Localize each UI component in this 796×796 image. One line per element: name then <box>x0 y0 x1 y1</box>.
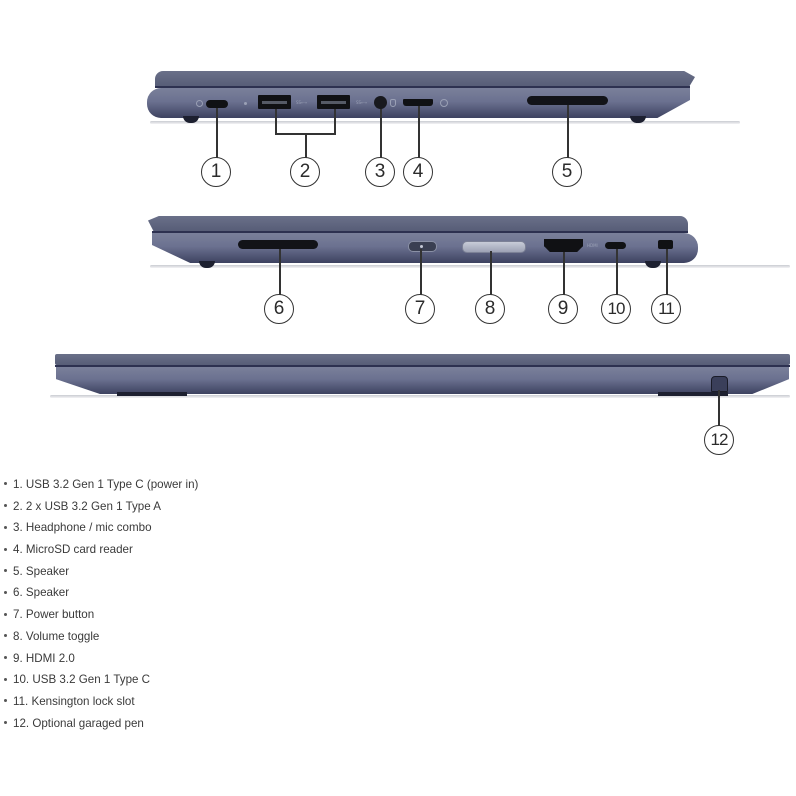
power-button[interactable] <box>408 241 437 252</box>
bullet-icon <box>4 721 7 724</box>
legend-item: 7. Power button <box>0 604 198 626</box>
legend-item: 8. Volume toggle <box>0 626 198 648</box>
laptop-lid <box>55 354 790 365</box>
surface-shadow <box>150 265 790 268</box>
bullet-icon <box>4 482 7 486</box>
bullet-icon <box>4 699 7 703</box>
callout-10: 10 <box>601 294 631 324</box>
power-led <box>244 102 247 105</box>
hdmi-port <box>544 239 583 252</box>
bullet-icon <box>4 634 7 638</box>
legend-item: 1. USB 3.2 Gen 1 Type C (power in) <box>0 474 198 496</box>
laptop-lid <box>155 71 695 86</box>
bullet-icon <box>4 504 7 508</box>
charging-indicator-icon <box>196 100 203 107</box>
legend-item: 10. USB 3.2 Gen 1 Type C <box>0 669 198 691</box>
laptop-lid <box>148 216 688 231</box>
garaged-pen <box>711 376 728 392</box>
usb-a-label-1: SS⟷ <box>296 100 307 105</box>
surface-shadow <box>50 395 790 398</box>
bullet-icon <box>4 569 7 573</box>
kensington-lock-slot <box>658 240 673 249</box>
usb-a-port-2 <box>317 95 350 109</box>
legend-item: 3. Headphone / mic combo <box>0 517 198 539</box>
bullet-icon <box>4 677 7 681</box>
sd-card-icon <box>440 99 448 107</box>
callout-2: 2 <box>290 157 320 187</box>
bullet-icon <box>4 655 7 659</box>
rubber-foot <box>183 116 199 123</box>
rubber-foot-strip <box>117 392 187 396</box>
legend-item: 5. Speaker <box>0 561 198 583</box>
speaker-grille-right <box>238 240 318 249</box>
bullet-icon <box>4 590 7 594</box>
legend-item: 4. MicroSD card reader <box>0 539 198 561</box>
callout-9: 9 <box>548 294 578 324</box>
rubber-foot <box>199 261 215 268</box>
callout-4: 4 <box>403 157 433 187</box>
callout-8: 8 <box>475 294 505 324</box>
headphone-jack <box>374 96 387 109</box>
bullet-icon <box>4 612 7 616</box>
legend-item: 9. HDMI 2.0 <box>0 648 198 670</box>
volume-rocker[interactable] <box>462 241 526 253</box>
legend-item: 12. Optional garaged pen <box>0 713 198 735</box>
port-legend: 1. USB 3.2 Gen 1 Type C (power in) 2. 2 … <box>0 474 198 734</box>
legend-item: 6. Speaker <box>0 582 198 604</box>
callout-6: 6 <box>264 294 294 324</box>
microsd-slot <box>403 99 433 106</box>
surface-shadow <box>150 121 740 124</box>
power-icon <box>420 245 423 248</box>
lid-seam <box>152 231 688 233</box>
hdmi-label: HDMI <box>587 243 598 248</box>
legend-item: 2. 2 x USB 3.2 Gen 1 Type A <box>0 496 198 518</box>
speaker-grille-left <box>527 96 608 105</box>
callout-12: 12 <box>704 425 734 455</box>
laptop-base <box>56 367 789 394</box>
rubber-foot <box>630 116 646 123</box>
rubber-foot <box>645 261 661 268</box>
callout-5: 5 <box>552 157 582 187</box>
headset-icon <box>390 99 396 107</box>
usb-c-port <box>605 242 626 249</box>
usb-c-power-port <box>206 100 228 108</box>
legend-item: 11. Kensington lock slot <box>0 691 198 713</box>
usb-a-port-1 <box>258 95 291 109</box>
usb-a-label-2: SS⟷ <box>356 100 367 105</box>
callout-3: 3 <box>365 157 395 187</box>
callout-1: 1 <box>201 157 231 187</box>
callout-7: 7 <box>405 294 435 324</box>
rubber-foot-strip <box>658 392 728 396</box>
bullet-icon <box>4 547 7 551</box>
callout-11: 11 <box>651 294 681 324</box>
lid-seam <box>155 86 690 88</box>
lid-seam <box>55 365 790 367</box>
bullet-icon <box>4 525 7 529</box>
